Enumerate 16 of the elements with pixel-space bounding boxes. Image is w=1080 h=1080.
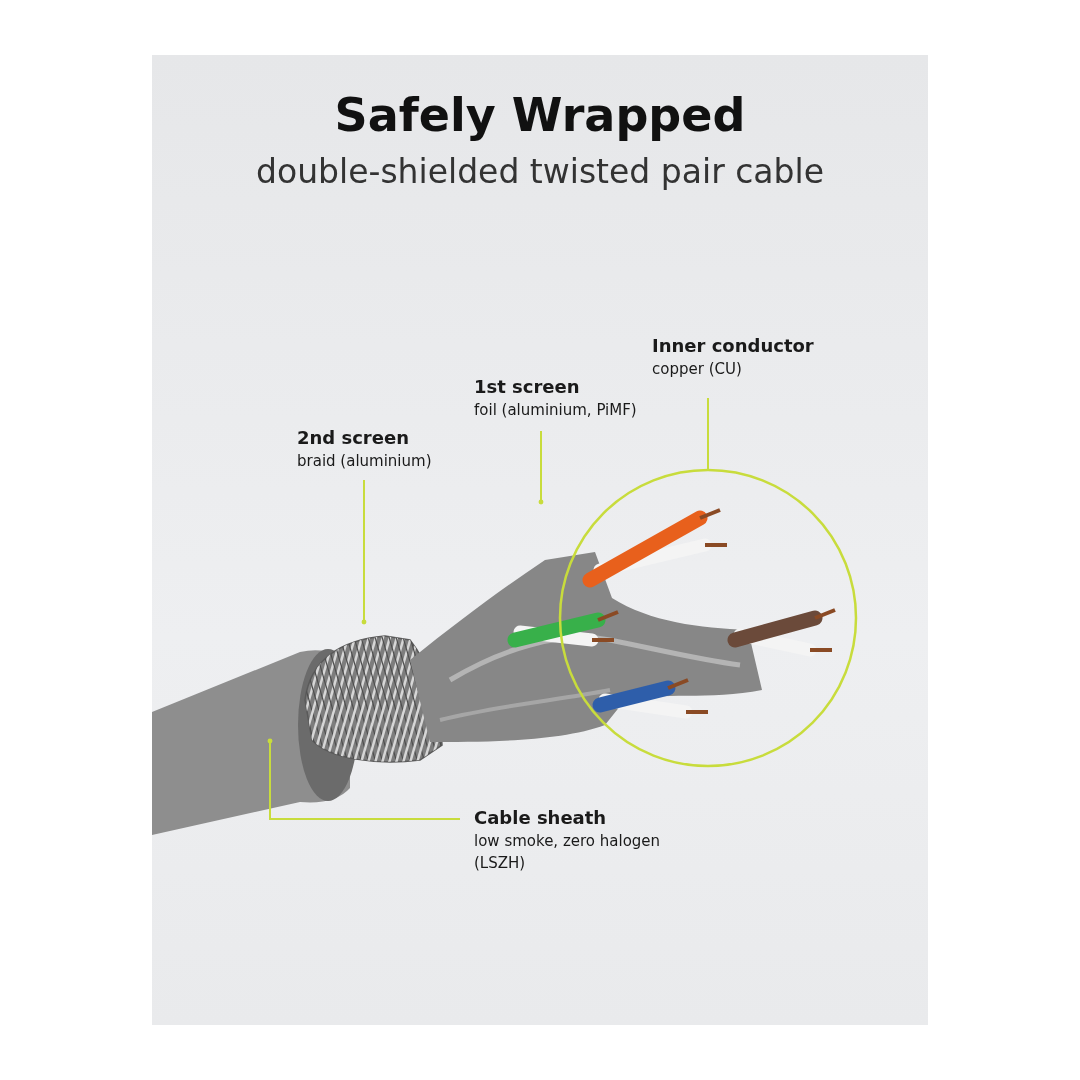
callout-heading: Inner conductor (652, 334, 815, 358)
leader-line (707, 397, 709, 471)
leader-line (267, 738, 461, 820)
subtitle: double-shielded twisted pair cable (255, 152, 825, 191)
callout-description: low smoke, zero halogen (LSZH) (474, 831, 662, 874)
highlight-circle (558, 468, 858, 768)
callout-description: foil (aluminium, PiMF) (474, 400, 638, 421)
callout-heading: Cable sheath (474, 806, 608, 830)
leader-line (538, 430, 544, 505)
callout-heading: 1st screen (474, 375, 581, 399)
foil-shield-drawing (410, 508, 836, 742)
title: Safely Wrapped (333, 88, 747, 142)
leader-line (361, 479, 367, 625)
callout-description: copper (CU) (652, 359, 743, 380)
callout-description: braid (aluminium) (297, 451, 433, 472)
callout-heading: 2nd screen (297, 426, 410, 450)
